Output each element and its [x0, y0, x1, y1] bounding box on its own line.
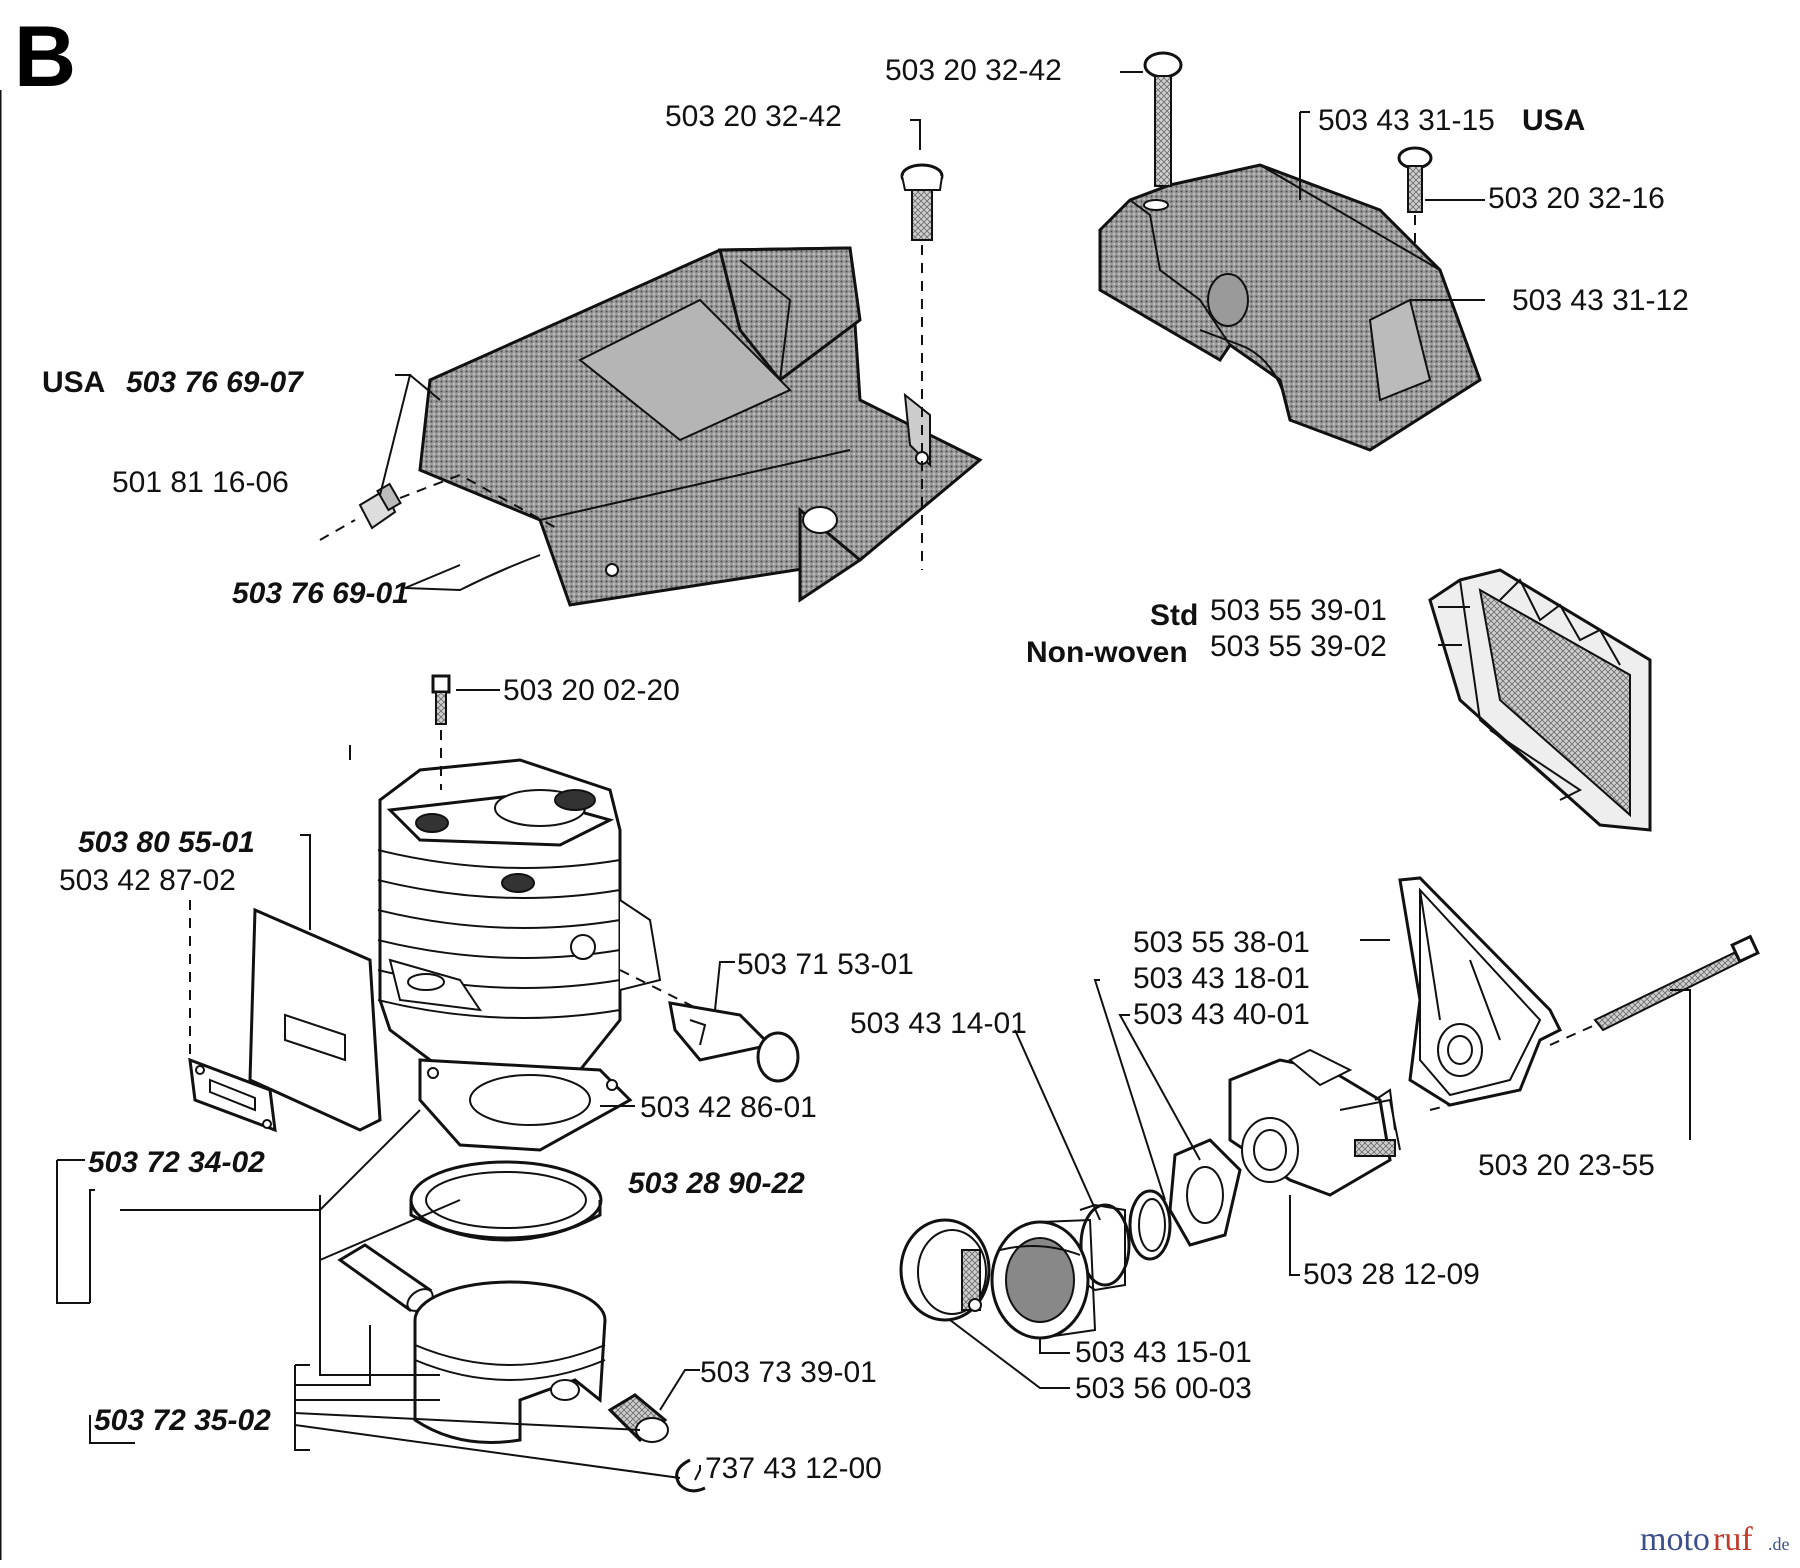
label-intake: 503 43 15-01	[1075, 1336, 1252, 1369]
gasket-c-part	[1128, 1189, 1172, 1261]
nipple-part	[358, 482, 402, 530]
label-carburetor: 503 28 12-09	[1303, 1258, 1480, 1291]
label-gasket-d: 503 43 40-01	[1133, 998, 1310, 1031]
watermark-logo: moto ruf .de	[1640, 1521, 1790, 1558]
watermark-main-a: moto	[1640, 1521, 1710, 1558]
base-gasket	[418, 1058, 633, 1152]
exhaust-gasket-small	[188, 1057, 277, 1133]
label-nipple: 501 81 16-06	[112, 466, 289, 499]
gasket-d-part	[1168, 1138, 1242, 1247]
piston-ring	[409, 1160, 603, 1242]
label-cyl-cover: 503 76 69-01	[232, 577, 409, 610]
label-screw-top-center: 503 20 32-42	[885, 54, 1062, 87]
label-cyl-cover-usa-num: 503 76 69-07	[126, 366, 304, 399]
label-filter-nw-prefix: Non-woven	[1026, 636, 1188, 669]
cylinder-bolt	[431, 674, 451, 725]
part-labels: 503 20 32-42 503 20 32-42 503 43 31-15 U…	[42, 54, 1689, 1485]
exhaust-gasket-large	[248, 907, 382, 1132]
needle-bearing	[607, 1393, 669, 1443]
leader-lines	[56, 111, 1691, 1481]
screw-small	[1397, 146, 1433, 213]
screw-top-center	[900, 163, 944, 241]
label-holder: 503 55 38-01	[1133, 926, 1310, 959]
label-needle-bearing: 503 73 39-01	[700, 1356, 877, 1389]
clamp-part	[899, 1218, 991, 1322]
carburetor-part	[1228, 1048, 1401, 1197]
section-letter: B	[14, 9, 76, 105]
filter-cover	[1098, 163, 1482, 452]
cylinder	[377, 758, 662, 1077]
cylinder-cover	[418, 246, 983, 607]
label-circlip: 737 43 12-00	[705, 1452, 882, 1485]
label-base-gasket: 503 42 86-01	[640, 1091, 817, 1124]
label-filter-nw: 503 55 39-02	[1210, 630, 1387, 663]
label-decomp-valve: 503 71 53-01	[737, 948, 914, 981]
label-spacer: 503 43 14-01	[850, 1007, 1027, 1040]
watermark-suffix: .de	[1768, 1534, 1790, 1554]
label-cylinder-kit: 503 72 34-02	[88, 1146, 265, 1179]
label-screw-small: 503 20 32-16	[1488, 182, 1665, 215]
label-long-bolt: 503 20 23-55	[1478, 1149, 1655, 1182]
label-cyl-bolt: 503 20 02-20	[503, 674, 680, 707]
piston	[413, 1280, 607, 1444]
label-filter-std: 503 55 39-01	[1210, 594, 1387, 627]
watermark-main-b: ruf	[1713, 1521, 1753, 1558]
label-cyl-cover-usa-prefix: USA	[42, 366, 105, 399]
label-piston-ring: 503 28 90-22	[628, 1167, 805, 1200]
circlip-part	[675, 1458, 706, 1493]
intake-part	[990, 1218, 1097, 1340]
label-cover-std: 503 43 31-12	[1512, 284, 1689, 317]
label-piston-kit: 503 72 35-02	[94, 1404, 271, 1437]
label-gasket-c: 503 43 18-01	[1133, 962, 1310, 995]
label-gasket-a: 503 80 55-01	[78, 826, 255, 859]
screw-long-top	[1143, 51, 1183, 187]
decompression-valve	[668, 1001, 800, 1083]
label-filter-std-prefix: Std	[1150, 599, 1198, 632]
long-bolt	[1593, 934, 1760, 1032]
label-screw-left: 503 20 32-42	[665, 100, 842, 133]
air-filter	[1428, 568, 1652, 832]
label-clamp: 503 56 00-03	[1075, 1372, 1252, 1405]
filter-holder	[1398, 876, 1563, 1107]
label-gasket-b: 503 42 87-02	[59, 864, 236, 897]
label-cover-usa-num: 503 43 31-15	[1318, 104, 1495, 137]
label-cover-usa-suffix: USA	[1522, 104, 1585, 137]
